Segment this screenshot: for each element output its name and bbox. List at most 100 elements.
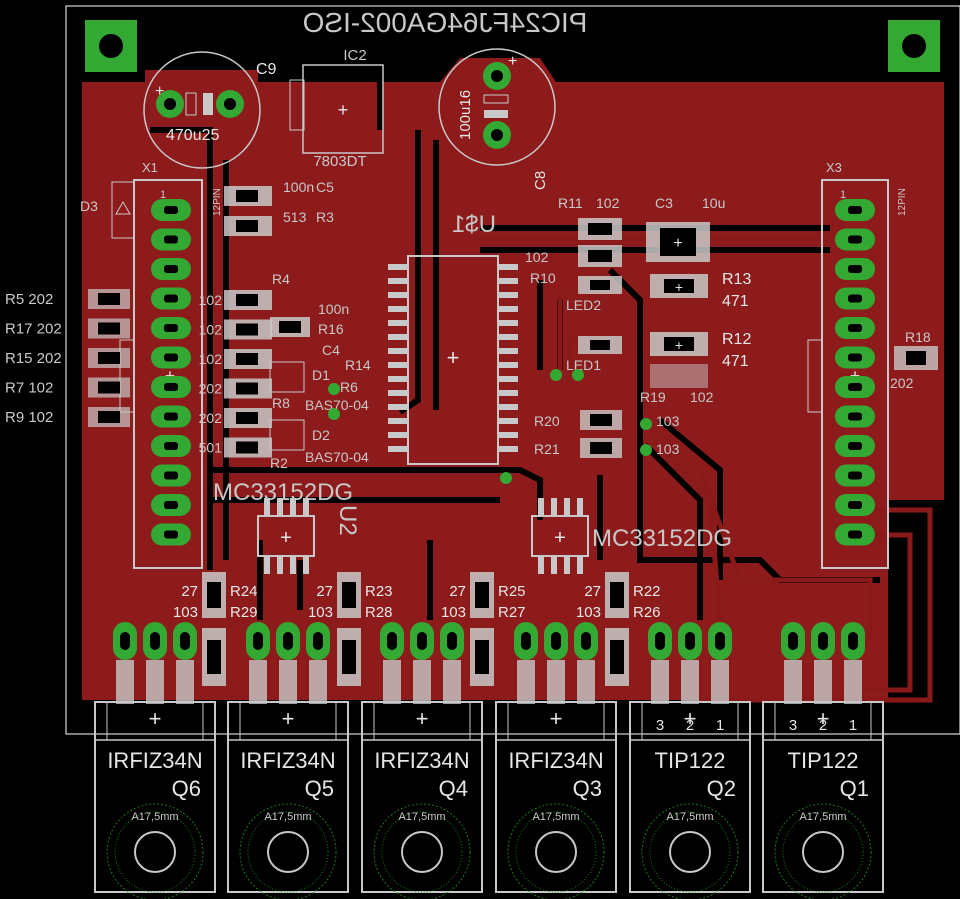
- svg-text:+: +: [675, 279, 683, 295]
- x1-pins: 12PIN: [212, 188, 223, 216]
- driver-pin: [277, 556, 283, 574]
- x3-pins: 12PIN: [897, 188, 908, 216]
- driver-pin: [564, 498, 570, 516]
- driver-pins: [264, 498, 583, 574]
- driver-pin: [538, 498, 544, 516]
- u1-pin-left: [388, 432, 408, 438]
- u1-pin-left: [388, 446, 408, 452]
- gate-resistor-value-top: 27: [584, 583, 601, 600]
- u1-pin-left: [388, 320, 408, 326]
- resistor-r16: 100n R16: [270, 301, 349, 337]
- x1-pin: [151, 228, 191, 251]
- r12-value: 471: [722, 353, 749, 370]
- u1-pin-left: [388, 390, 408, 396]
- transistor-pin-number: 3: [656, 717, 664, 734]
- x3-pin: [835, 258, 875, 280]
- x1-pin: [151, 287, 191, 310]
- x1-side-resistor: 102: [199, 349, 272, 369]
- r19-value: 102: [690, 389, 714, 405]
- led1-name: LED1: [566, 357, 601, 373]
- driver-u2: + MC33152DG U2: [213, 479, 361, 557]
- x1-side-value: 102: [199, 322, 223, 338]
- svg-text:+: +: [282, 706, 295, 731]
- driver-pin: [277, 498, 283, 516]
- transistor-part: IRFIZ34N: [374, 748, 469, 773]
- x1-side-resistor: 102: [199, 290, 272, 310]
- u1-pin-right: [498, 432, 518, 438]
- u1-pin-left: [388, 334, 408, 340]
- c5-value: 100n: [283, 179, 314, 195]
- resistor-r12: + R12 471: [650, 331, 751, 370]
- diode-d2: D2 BAS70-04: [269, 419, 369, 465]
- c9-value: 470u25: [166, 127, 219, 144]
- gate-resistor-name-bottom: R27: [498, 604, 526, 621]
- svg-text:+: +: [817, 706, 830, 731]
- left-resistor: R17 202: [5, 318, 130, 339]
- svg-text:+: +: [416, 706, 429, 731]
- transistor-hole: A17,5mm: [532, 811, 579, 823]
- x3-pin: [835, 228, 875, 251]
- driver-pin: [303, 498, 309, 516]
- transistor-part: IRFIZ34N: [240, 748, 335, 773]
- c8-name: C8: [532, 171, 549, 190]
- transistor-hole: A17,5mm: [799, 811, 846, 823]
- led-led1: LED1: [566, 336, 622, 373]
- gate-resistor-value-bottom: 103: [173, 604, 198, 621]
- mounting-pads: [85, 20, 940, 72]
- capacitor-c8: + 100u16 C8: [438, 48, 556, 190]
- u1-pin-right: [498, 334, 518, 340]
- left-resistor-label: R17 202: [5, 321, 62, 338]
- transistors: +IRFIZ34NQ6A17,5mm+IRFIZ34NQ5A17,5mm+IRF…: [94, 622, 884, 899]
- r3-value: 513: [283, 209, 307, 225]
- svg-text:+: +: [550, 706, 563, 731]
- svg-text:+: +: [675, 337, 683, 353]
- svg-text:+: +: [338, 100, 349, 120]
- x1-side-resistor: 202: [199, 378, 272, 399]
- r18-value: 202: [890, 375, 914, 391]
- u1-pin-right: [498, 278, 518, 284]
- left-resistor: R7 102: [5, 377, 130, 398]
- u1-pin-right: [498, 292, 518, 298]
- resistor-r20: R20 103: [534, 410, 680, 430]
- r18-name: R18: [905, 329, 931, 345]
- led2-name: LED2: [566, 297, 601, 313]
- svg-text:+: +: [508, 53, 517, 70]
- resistor-r18: R18 202: [890, 329, 938, 391]
- u1-pin-left: [388, 418, 408, 424]
- ic2-value: 7803DT: [313, 153, 366, 170]
- u1-name: U$1: [452, 211, 496, 238]
- u1-pin-right: [498, 264, 518, 270]
- gate-resistor-name-top: R23: [365, 583, 393, 600]
- left-resistor: R9 102: [5, 407, 130, 427]
- c9-name: C9: [256, 61, 277, 78]
- driver-pin: [290, 556, 296, 574]
- x3-pin: [835, 405, 875, 428]
- svg-text:+: +: [155, 83, 164, 100]
- x3-pin: [835, 287, 875, 310]
- r2-name: R2: [270, 455, 288, 471]
- gate-resistor-name-bottom: R26: [633, 604, 661, 621]
- driver-pin: [264, 556, 270, 574]
- r19-name: R19: [640, 389, 666, 405]
- x1-side-value: 202: [199, 410, 223, 426]
- driver-pin: [551, 498, 557, 516]
- transistor-pin-number: 1: [716, 717, 724, 734]
- capacitor-c5: 100n C5: [224, 179, 334, 206]
- u1-pin-right: [498, 306, 518, 312]
- resistor-r11: 102 R11: [558, 195, 622, 240]
- transistor-ref: Q3: [573, 776, 602, 801]
- d2-value: BAS70-04: [305, 449, 369, 465]
- u1-pin-right: [498, 362, 518, 368]
- transistor-ref: Q6: [172, 776, 201, 801]
- driver-pin: [264, 498, 270, 516]
- r10-value: 102: [525, 249, 549, 265]
- transistor-pin-number: 1: [849, 717, 857, 734]
- transistor-pin-number: 3: [789, 717, 797, 734]
- d1-name: D1: [312, 367, 330, 383]
- transistor-part: IRFIZ34N: [107, 748, 202, 773]
- transistor-part: IRFIZ34N: [508, 748, 603, 773]
- r16-value: 100n: [318, 301, 349, 317]
